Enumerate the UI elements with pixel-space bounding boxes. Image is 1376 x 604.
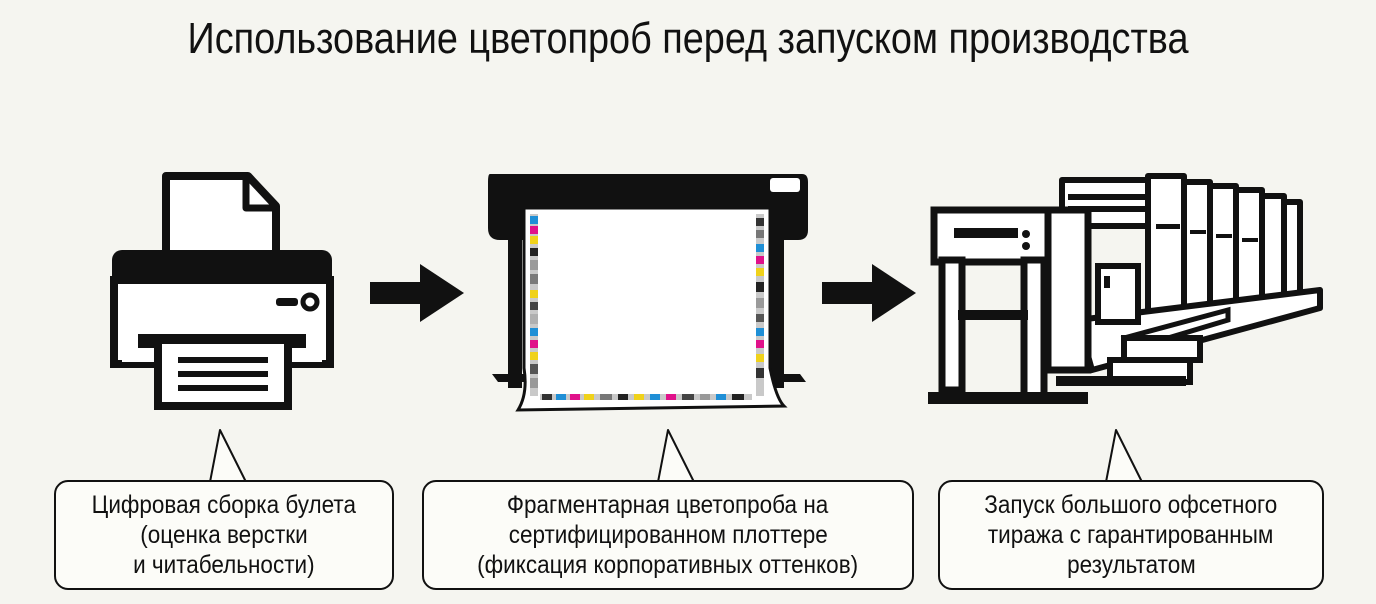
callout-line: Цифровая сборка булета — [91, 491, 357, 519]
callout-line: Фрагментарная цветопроба на — [507, 491, 829, 519]
callout-line: тиража с гарантированным — [988, 521, 1274, 549]
callout-step-3: Запуск большого офсетного тиража с гаран… — [938, 480, 1324, 590]
callout-line: (оценка верстки — [140, 521, 308, 549]
callout-pointer — [1104, 429, 1144, 484]
callout-step-1: Цифровая сборка булета (оценка верстки и… — [54, 480, 394, 590]
callout-line: сертифицированном плоттере — [508, 521, 828, 549]
callout-pointer — [656, 429, 696, 484]
plotter-icon — [488, 174, 808, 412]
callout-line: и читабельности) — [133, 551, 315, 579]
offset-press-icon — [928, 173, 1323, 404]
printer-icon — [110, 172, 334, 410]
callout-pointer — [208, 429, 248, 484]
callout-line: Запуск большого офсетного — [984, 491, 1278, 519]
arrow-right-icon — [370, 264, 464, 322]
callout-line: (фиксация корпоративных оттенков) — [477, 551, 859, 579]
callout-step-2: Фрагментарная цветопроба на сертифициров… — [422, 480, 914, 590]
page-title: Использование цветопроб перед запуском п… — [187, 14, 1189, 63]
callout-line: результатом — [1066, 551, 1196, 579]
arrow-right-icon — [822, 264, 916, 322]
